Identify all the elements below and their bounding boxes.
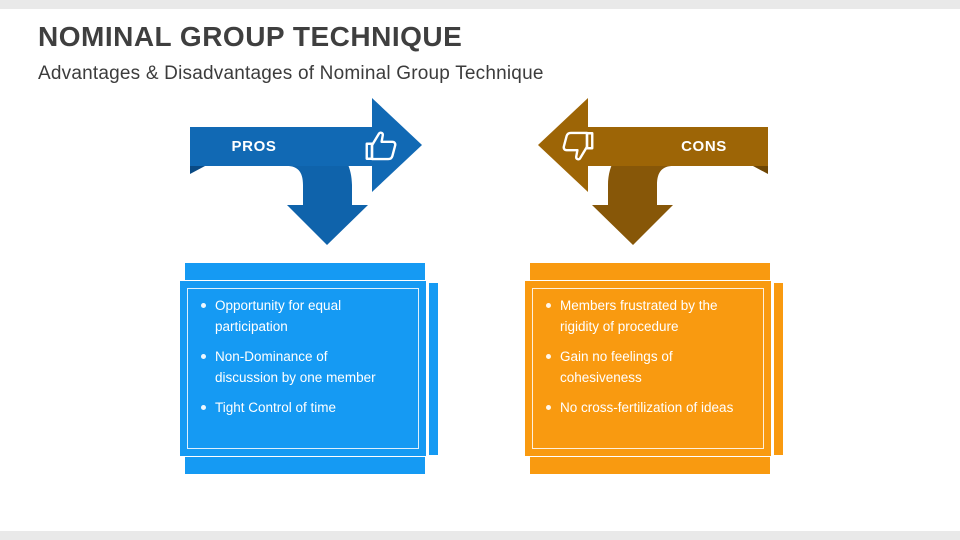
list-item: Opportunity for equal participation: [201, 296, 394, 337]
cons-list: Members frustrated by the rigidity of pr…: [533, 289, 763, 435]
cons-panel-top-strip: [530, 263, 770, 280]
cons-arrowhead: [538, 98, 588, 192]
pros-arrow-graphic: [190, 98, 422, 245]
pros-label: PROS: [231, 138, 277, 155]
pros-panel-bottom-strip: [185, 457, 425, 474]
pros-panel-side-strip: [429, 283, 438, 455]
cons-ribbon-fold-shadow: [753, 166, 768, 174]
pros-panel-top-strip: [185, 263, 425, 280]
thumbs-down-icon: [562, 131, 594, 161]
cons-label: CONS: [681, 138, 727, 155]
list-item-text: Members frustrated by the rigidity of pr…: [560, 298, 718, 334]
bullet-dot: [546, 303, 551, 308]
bullet-dot: [546, 405, 551, 411]
list-item-text: No cross-fertilization of ideas: [560, 400, 734, 416]
bullet-dot: [546, 354, 551, 360]
bullet-dot: [201, 303, 206, 308]
cons-arrow-graphic: [538, 98, 768, 245]
list-item: Members frustrated by the rigidity of pr…: [546, 296, 739, 337]
cons-panel-box: Members frustrated by the rigidity of pr…: [525, 281, 771, 456]
list-item-text: Tight Control of time: [215, 400, 337, 416]
cons-panel-bottom-strip: [530, 457, 770, 474]
list-item: Gain no feelings of cohesiveness: [546, 347, 739, 388]
list-item-text: Opportunity for equal participation: [215, 298, 342, 334]
bullet-dot: [201, 354, 206, 360]
page-subtitle: Advantages & Disadvantages of Nominal Gr…: [38, 63, 544, 84]
cons-panel-inner-border: Members frustrated by the rigidity of pr…: [532, 288, 764, 449]
pros-ribbon-fold-shadow: [190, 166, 205, 174]
cons-panel: Members frustrated by the rigidity of pr…: [525, 263, 783, 475]
page-title: NOMINAL GROUP TECHNIQUE: [38, 21, 463, 52]
thumbs-up-icon: [365, 131, 397, 161]
cons-ribbon: [588, 127, 768, 166]
pros-ribbon: [190, 127, 372, 166]
bullet-dot: [201, 405, 206, 411]
list-item-text: Non-Dominance of discussion by one membe…: [215, 349, 376, 385]
pros-arrowhead: [372, 98, 422, 192]
slide: [0, 9, 960, 531]
list-item: Tight Control of time: [201, 398, 394, 419]
list-item: No cross-fertilization of ideas: [546, 398, 739, 419]
list-item-text: Gain no feelings of cohesiveness: [560, 349, 673, 385]
cons-panel-side-strip: [774, 283, 783, 455]
list-item: Non-Dominance of discussion by one membe…: [201, 347, 394, 388]
